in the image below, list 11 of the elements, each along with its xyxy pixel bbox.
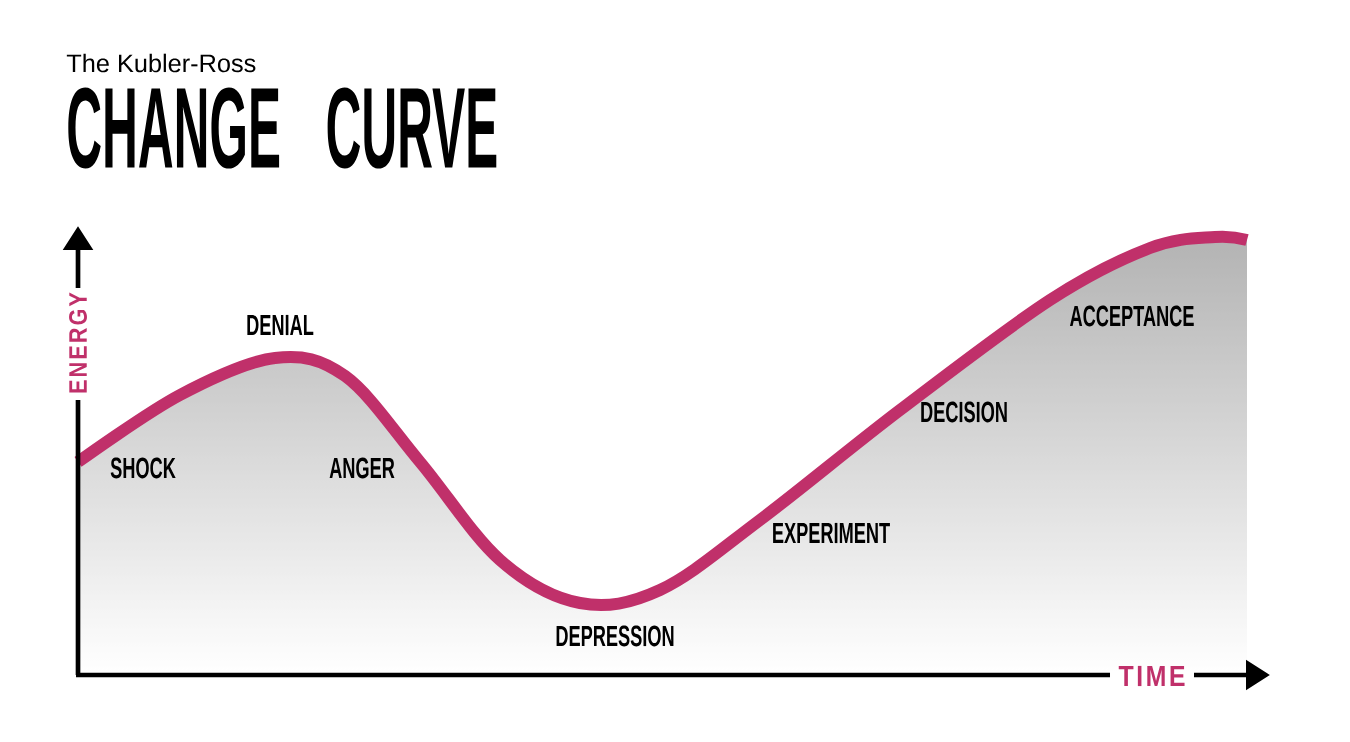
axis-label: ENERGY xyxy=(69,292,87,393)
stage-label: ACCEPTANCE xyxy=(1070,305,1194,327)
stage-label: ANGER xyxy=(329,457,395,479)
stage-label: DEPRESSION xyxy=(556,625,674,647)
stage-label: EXPERIMENT xyxy=(773,522,890,544)
stage-label: DECISION xyxy=(921,401,1007,423)
title: CHANGE CURVE xyxy=(68,87,497,169)
stage-label: DENIAL xyxy=(247,314,314,336)
axis-label: TIME xyxy=(1118,665,1185,687)
stage-label: SHOCK xyxy=(110,457,176,479)
subtitle: The Kubler-Ross xyxy=(66,53,256,73)
